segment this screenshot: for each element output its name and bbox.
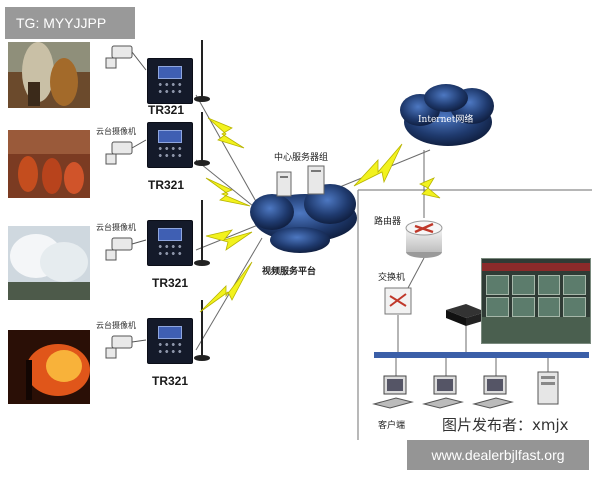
site-url-badge: www.dealerbjlfast.org (407, 440, 589, 470)
server-icon (276, 165, 325, 197)
tr321-device (147, 220, 193, 266)
switch-icon (384, 287, 412, 315)
wildfire-scene (8, 330, 90, 404)
camera-label: 云台摄像机 (96, 321, 136, 330)
client-pc-icon (372, 375, 414, 409)
lightning-bolt-1 (207, 117, 245, 149)
antenna-base (194, 160, 210, 166)
client-pc-icon (422, 375, 464, 409)
tg-watermark-badge: TG: MYYJJPP (5, 7, 135, 39)
ptz-camera-icon (105, 237, 133, 261)
video-service-platform-label: 视频服务平台 (262, 267, 317, 277)
lan-bus (374, 352, 589, 358)
monitoring-center-photo (481, 258, 591, 344)
antenna-base (194, 96, 210, 102)
ptz-camera-icon (105, 45, 133, 69)
wireless-bolts (199, 117, 441, 313)
switch-label: 交换机 (378, 273, 406, 283)
antennas (194, 40, 210, 361)
forest-fire-scene-1 (8, 42, 90, 108)
camera-label: 云台摄像机 (96, 127, 136, 136)
lan-frame (357, 189, 592, 440)
publisher-watermark: 图片发布者：xmjx (442, 416, 569, 434)
video-platform-cloud (250, 165, 357, 253)
antenna-base (194, 355, 210, 361)
client-label: 客户端 (378, 421, 406, 431)
camera-cables (131, 51, 147, 343)
internet-label: Internet网络 (418, 115, 474, 125)
device-label: TR321 (152, 276, 189, 290)
antenna-base (194, 260, 210, 266)
tr321-device (147, 58, 193, 104)
camera-icons (105, 45, 133, 359)
device-label: TR321 (148, 103, 185, 117)
central-server-group-label: 中心服务器组 (274, 153, 329, 163)
server-tower-icon (537, 371, 559, 405)
device-label: TR321 (148, 178, 185, 192)
lightning-bolt-4 (199, 261, 253, 313)
forest-fire-scene-2 (8, 130, 90, 198)
client-pc-icon (472, 375, 514, 409)
ptz-camera-icon (105, 141, 133, 165)
lightning-bolt-6 (419, 177, 441, 199)
tr321-device (147, 318, 193, 364)
ptz-camera-icon (105, 335, 133, 359)
lightning-bolt-5 (353, 143, 403, 187)
device-label: TR321 (152, 374, 189, 388)
smoke-scene (8, 226, 90, 300)
lightning-bolt-3 (205, 229, 253, 251)
internet-cloud (400, 84, 494, 146)
tr321-device (147, 122, 193, 168)
router-label: 路由器 (374, 217, 402, 227)
lightning-bolt-2 (205, 177, 251, 207)
router-icon (405, 220, 443, 258)
storage-box-icon (446, 304, 486, 326)
camera-label: 云台摄像机 (96, 223, 136, 232)
